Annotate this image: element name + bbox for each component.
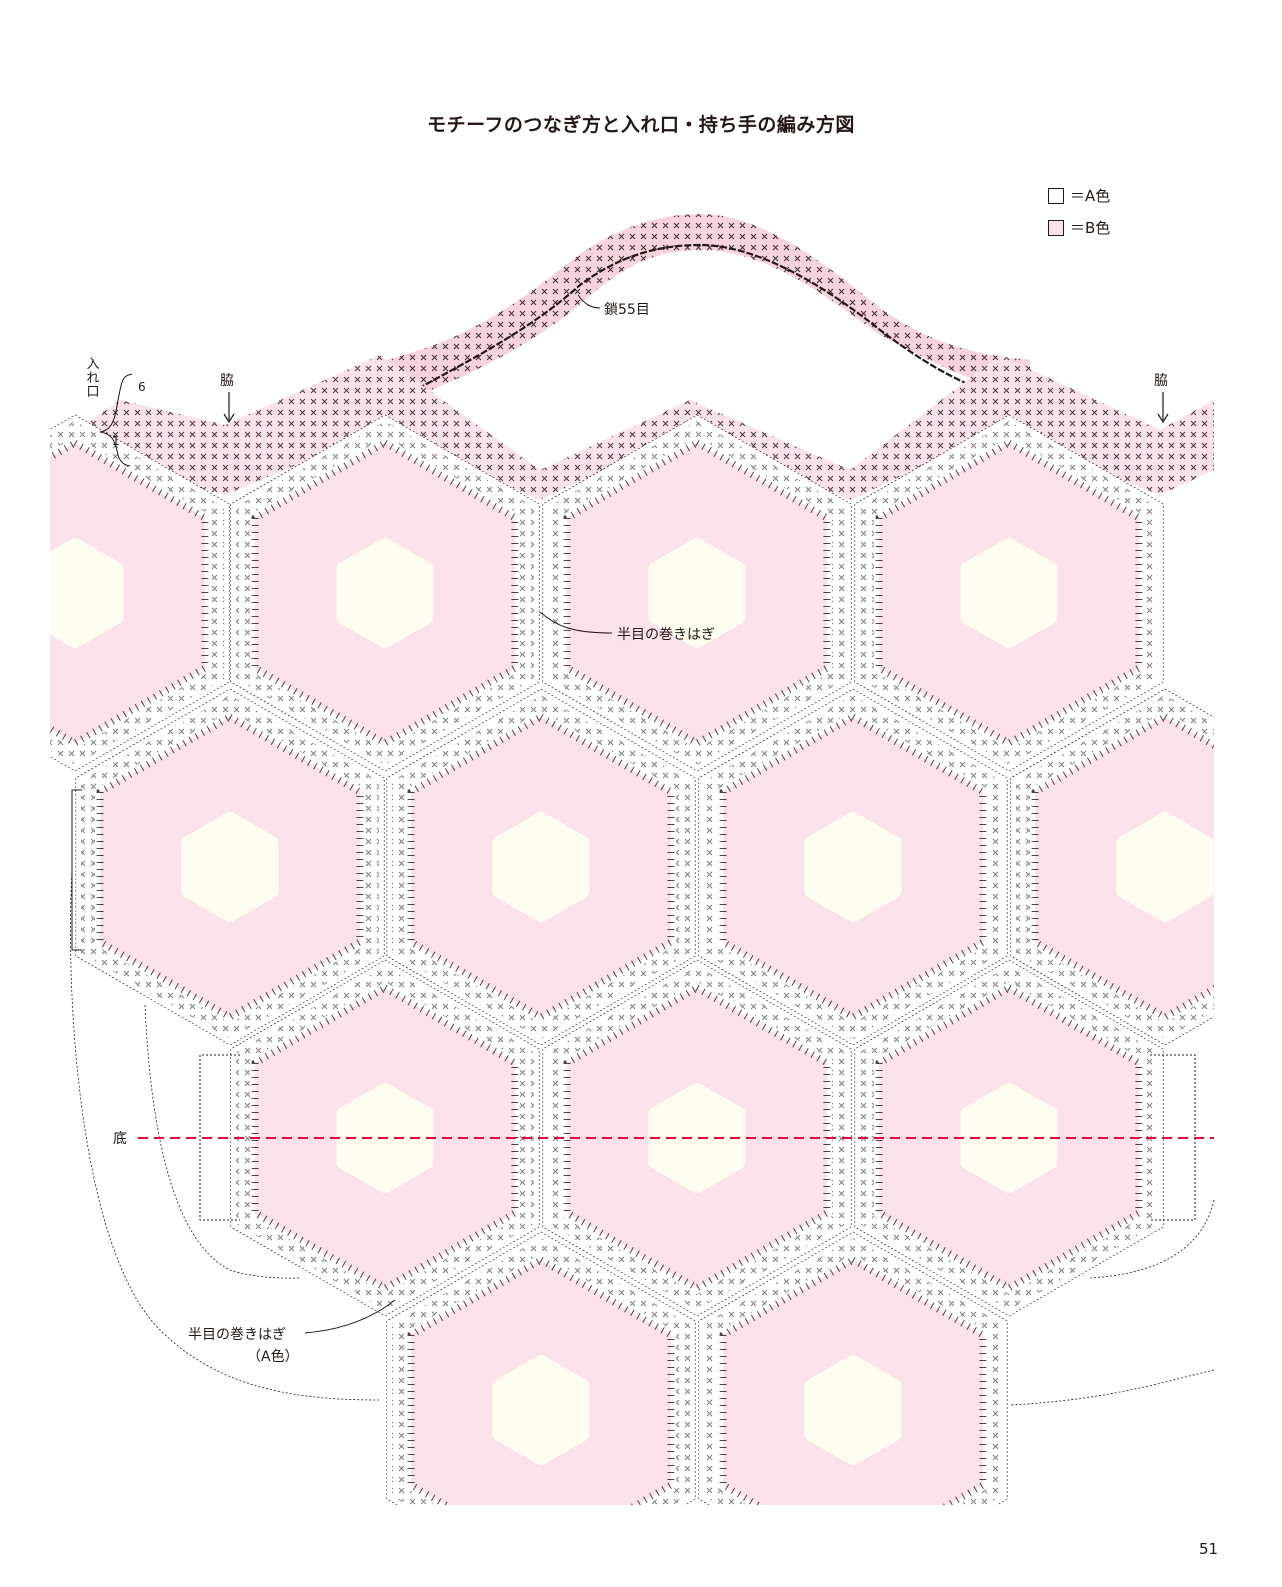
legend-a-label: ＝A色 xyxy=(1070,187,1111,205)
dotted-outline-right xyxy=(1150,1054,1196,1221)
hex-center xyxy=(1116,812,1214,922)
rows-top-label: 6 xyxy=(138,380,146,394)
hex-motif xyxy=(230,414,540,772)
seam-lower-sub-label: （A色） xyxy=(247,1349,299,1365)
bracket-right-mid xyxy=(1089,1199,1215,1279)
legend-b-swatch xyxy=(1048,220,1064,236)
hex-motif xyxy=(698,688,1008,1046)
hex-center xyxy=(804,1355,902,1465)
legend-b: ＝B色 xyxy=(1048,218,1110,238)
hex-center xyxy=(181,812,279,922)
hex-center xyxy=(336,538,434,648)
hex-dc-stitches xyxy=(563,983,831,1293)
bracket-left-mid xyxy=(144,1004,301,1279)
side-left-arrow xyxy=(223,392,235,424)
opening-brace xyxy=(99,373,133,467)
seam-lower-leader xyxy=(304,1299,396,1334)
hex-center xyxy=(804,812,902,922)
side-right-label: 脇 xyxy=(1154,373,1168,389)
hex-center xyxy=(960,538,1058,648)
opening-band-stitches xyxy=(55,355,1214,500)
bracket-right-curve xyxy=(1009,1369,1215,1406)
dotted-outline-left xyxy=(199,1054,240,1221)
hex-center xyxy=(492,812,590,922)
hex-dc-stitches xyxy=(719,712,987,1022)
legend-b-label: ＝B色 xyxy=(1070,219,1111,237)
hex-dc-stitches xyxy=(407,712,675,1022)
side-left-label: 脇 xyxy=(220,373,234,389)
legend-a: ＝A色 xyxy=(1048,186,1110,206)
chain-label: 鎖55目 xyxy=(604,302,650,318)
hex-pink-body xyxy=(50,443,205,743)
hex-center xyxy=(648,1083,746,1193)
hex-dc-stitches xyxy=(251,438,519,748)
motif-grid xyxy=(50,414,1214,1505)
seam-lower-label: 半目の巻きはぎ xyxy=(188,1327,286,1343)
hex-motif xyxy=(50,414,230,772)
hex-dc-stitches xyxy=(719,1255,987,1505)
hex-center xyxy=(50,538,124,648)
seam-mid-label: 半目の巻きはぎ xyxy=(617,627,715,643)
hex-motif xyxy=(854,414,1164,772)
page-title: モチーフのつなぎ方と入れ口・持ち手の編み方図 xyxy=(427,114,855,136)
hex-motif xyxy=(542,414,852,772)
rows-bottom-label: 1 xyxy=(112,434,120,448)
page-number: 51 xyxy=(1199,1540,1219,1558)
chain-line xyxy=(409,243,1001,397)
hex-dc-stitches xyxy=(875,438,1143,748)
hex-motif xyxy=(542,959,852,1317)
hex-dc-stitches xyxy=(563,438,831,748)
hex-motif xyxy=(386,688,696,1046)
bracket-left-curve xyxy=(70,869,381,1401)
hex-dc-stitches xyxy=(875,983,1143,1293)
legend-a-swatch xyxy=(1048,188,1064,204)
hex-motif xyxy=(698,1231,1008,1505)
hex-motif xyxy=(1010,688,1214,1046)
hex-motif xyxy=(386,1231,696,1505)
seam-mid-leader xyxy=(539,611,613,634)
hex-dc-stitches xyxy=(96,712,364,1022)
opening-label: 入れ口 xyxy=(86,357,100,400)
hex-center xyxy=(648,538,746,648)
hex-motif xyxy=(75,688,385,1046)
hex-dc-stitches xyxy=(407,1255,675,1505)
hex-dc-stitches xyxy=(251,983,519,1293)
side-right-arrow xyxy=(1157,392,1169,424)
bottom-label: 底 xyxy=(113,1131,127,1147)
hex-center xyxy=(492,1355,590,1465)
chain-leader xyxy=(577,294,601,309)
hex-dc-stitches xyxy=(1031,712,1214,1022)
handle-band-stitches xyxy=(340,214,1030,420)
